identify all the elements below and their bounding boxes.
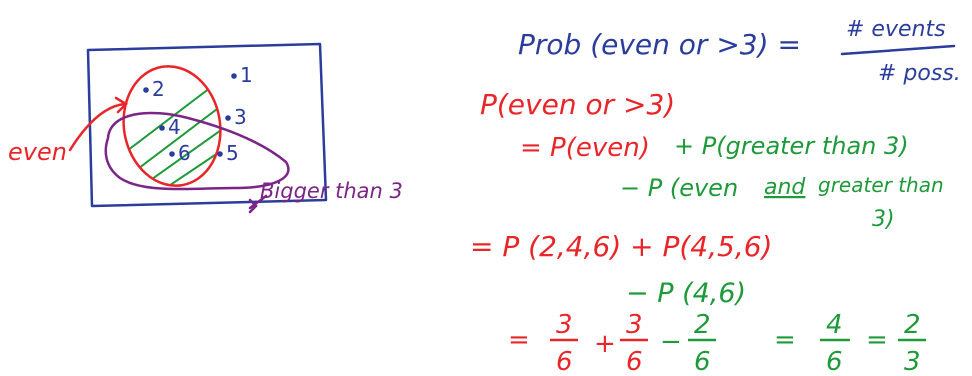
eq2-wrap: 3): [872, 207, 895, 232]
final-fractions: = 3 6 + 3 6 − 2 6 = 4 6 = 2 3: [508, 310, 926, 376]
eq1-p-greater: + P(greater than 3): [674, 132, 909, 160]
f1-num: 3: [556, 310, 573, 340]
even-ellipse: [122, 65, 222, 187]
outcome-points: [143, 73, 237, 157]
f3-num: 2: [694, 310, 711, 340]
f5-num: 2: [904, 310, 921, 340]
label-even: even: [8, 138, 67, 166]
sample-space-box: [86, 42, 328, 208]
eq-b: =: [866, 325, 888, 355]
f4-num: 4: [826, 310, 843, 340]
point-2: [143, 87, 149, 93]
op-minus: −: [660, 327, 682, 357]
point-4: [159, 125, 165, 131]
outcome-label-1: 1: [240, 63, 253, 87]
eq-a: =: [774, 325, 796, 355]
label-bigger-than-3: Bigger than 3: [260, 179, 403, 203]
point-5: [217, 151, 223, 157]
definition-fraction-bar: [840, 44, 956, 56]
eq2-minus-p-even: − P (even: [620, 174, 738, 202]
eq2-greater-than: greater than: [818, 173, 944, 197]
bigger-than-3-blob: [104, 111, 290, 191]
eq4-minus-p-4-6: − P (4,6): [626, 278, 746, 309]
definition-numerator: # events: [846, 17, 946, 42]
outcome-label-5: 5: [226, 141, 239, 165]
line-p-even-or-gt3: P(even or >3): [480, 88, 675, 121]
point-1: [231, 73, 237, 79]
f3-den: 6: [694, 347, 711, 376]
f2-den: 6: [626, 347, 643, 376]
outcome-label-6: 6: [178, 141, 191, 165]
op-plus: +: [594, 329, 616, 359]
point-3: [225, 115, 231, 121]
bigger-arrow: [248, 194, 268, 214]
eq3-sets: = P (2,4,6) + P(4,5,6): [470, 230, 772, 263]
even-arrow: [68, 96, 129, 152]
outcome-label-2: 2: [152, 77, 165, 101]
definition-left: Prob (even or >3) =: [518, 28, 801, 61]
eq2-and: and: [764, 175, 806, 200]
intersection-hatching: [114, 58, 230, 194]
f1-den: 6: [556, 347, 573, 376]
point-6: [169, 151, 175, 157]
eq1-p-even: = P(even): [520, 133, 650, 163]
definition-denominator: # poss.: [878, 61, 961, 86]
f5-den: 3: [904, 347, 921, 376]
f2-num: 3: [626, 310, 643, 340]
frac-equals: =: [508, 325, 530, 355]
outcome-label-3: 3: [234, 105, 247, 129]
outcome-label-4: 4: [168, 115, 181, 139]
f4-den: 6: [826, 347, 843, 376]
